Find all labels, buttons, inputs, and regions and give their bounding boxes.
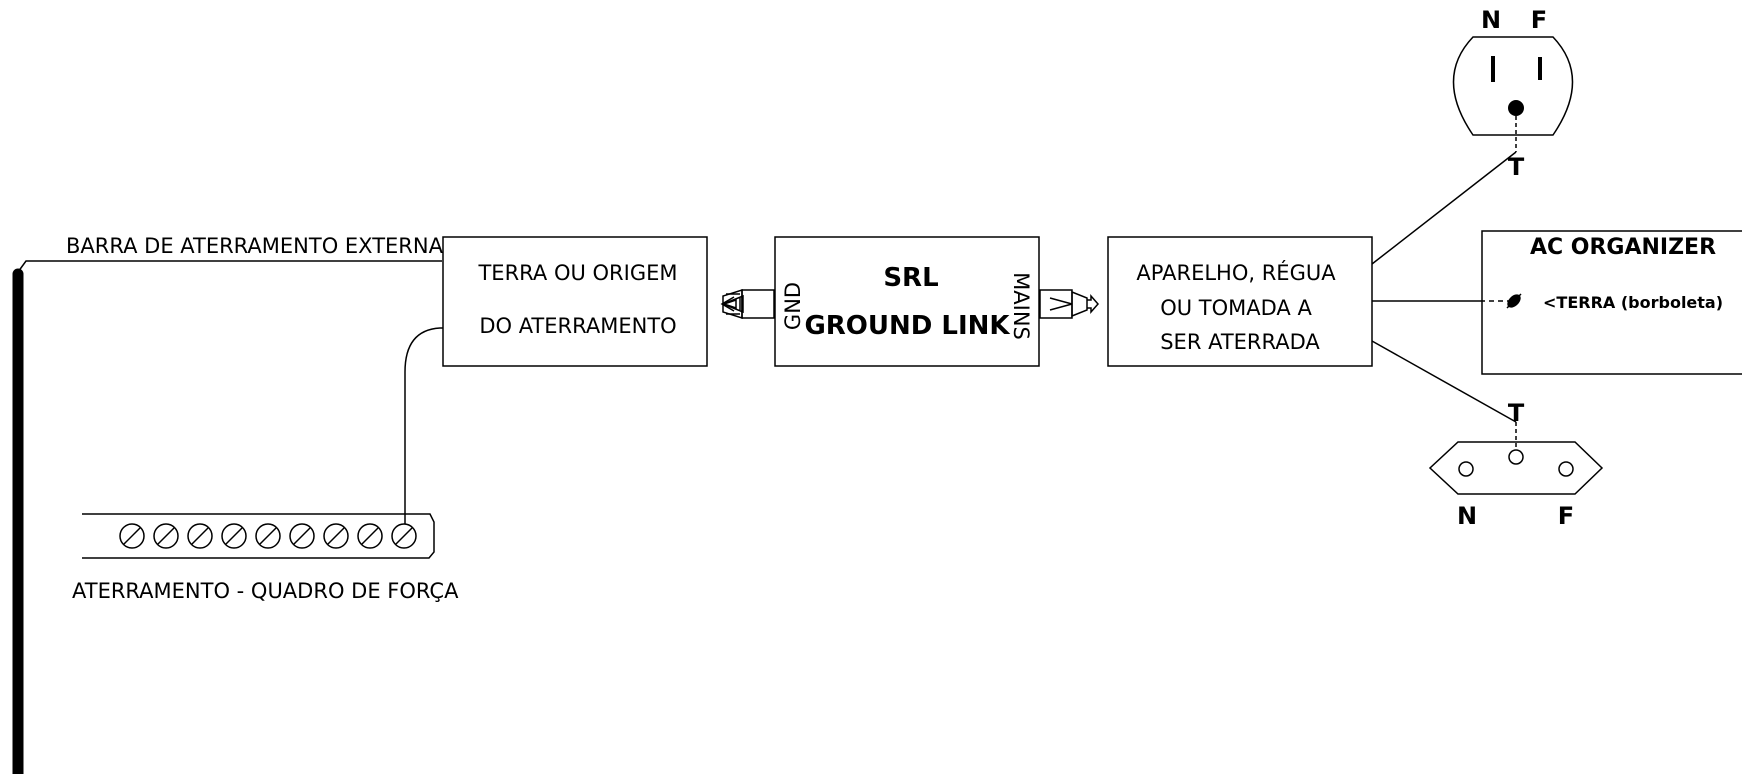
gnd-connector xyxy=(720,288,775,320)
terminal-screw-slot xyxy=(259,527,277,545)
device-box-line1: APARELHO, RÉGUA xyxy=(1136,260,1336,285)
wing-nut-terminal-icon xyxy=(1506,293,1522,309)
outlet-top-ground-pin xyxy=(1508,100,1524,116)
external-bar-label: BARRA DE ATERRAMENTO EXTERNA xyxy=(66,234,444,258)
device-box xyxy=(1107,236,1373,367)
srl-mains-label: MAINS xyxy=(1009,272,1033,340)
outlet-bottom-hole-f xyxy=(1558,461,1574,477)
device-box-line3: SER ATERRADA xyxy=(1160,330,1320,354)
origin-box-line1: TERRA OU ORIGEM xyxy=(477,261,677,285)
terminal-screw-slot xyxy=(293,527,311,545)
outlet-top-face xyxy=(1452,36,1574,136)
srl-box xyxy=(774,236,1040,367)
srl-title1: SRL xyxy=(883,263,938,293)
ac-organizer-terminal-label: <TERRA (borboleta) xyxy=(1543,293,1723,312)
wire-to-top-outlet xyxy=(1371,151,1517,265)
gnd-arrow-icon xyxy=(721,298,737,310)
mains-connector xyxy=(1039,289,1088,319)
outlet-bottom-hole-ground xyxy=(1508,449,1524,465)
origin-box xyxy=(442,236,708,367)
device-box-line2: OU TOMADA A xyxy=(1160,296,1312,320)
terminal-screw-slot xyxy=(395,527,413,545)
panel-ground-label: ATERRAMENTO - QUADRO DE FORÇA xyxy=(72,579,459,603)
terminal-screw-slot xyxy=(327,527,345,545)
ac-organizer-box xyxy=(1481,230,1742,375)
origin-box-line2: DO ATERRAMENTO xyxy=(479,314,676,338)
srl-title2: GROUND LINK xyxy=(804,311,1010,341)
srl-gnd-label: GND xyxy=(781,282,805,330)
outlet-bottom-face xyxy=(1428,441,1604,495)
gnd-arrow-tip-icon xyxy=(720,296,735,312)
outlet-top-n: N xyxy=(1481,6,1501,34)
terminal-screw-slot xyxy=(225,527,243,545)
terminal-screw-slot xyxy=(157,527,175,545)
mains-arrow-icon xyxy=(1087,294,1099,314)
terminal-screws xyxy=(119,523,417,549)
terminal-screw-slot xyxy=(361,527,379,545)
outlet-top-t: T xyxy=(1508,153,1525,181)
external-bar-wire xyxy=(17,260,442,273)
wire-to-bottom-outlet xyxy=(1371,340,1517,423)
panel-ground-wire xyxy=(404,327,443,527)
outlet-bottom-n: N xyxy=(1457,502,1477,530)
terminal-strip xyxy=(82,513,435,559)
terminal-screw-slot xyxy=(123,527,141,545)
outlet-top-f: F xyxy=(1531,6,1547,34)
outlet-bottom-t: T xyxy=(1508,399,1525,427)
ac-organizer-title: AC ORGANIZER xyxy=(1530,235,1716,260)
outlet-bottom-hole-n xyxy=(1458,461,1474,477)
terminal-screw-slot xyxy=(191,527,209,545)
outlet-bottom-f: F xyxy=(1558,502,1574,530)
